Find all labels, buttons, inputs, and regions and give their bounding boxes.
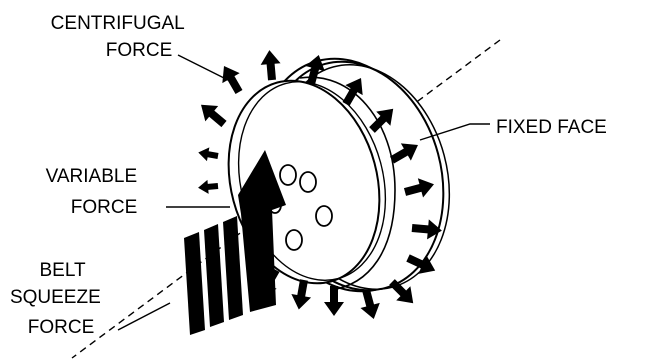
bolt-hole [279,164,297,186]
fixed-face-label: FIXED FACE [496,117,607,138]
bolt-hole [299,171,317,193]
radial-arrow-icon [197,145,220,163]
belt-squeeze-force-label: BELT SQUEEZE FORCE [10,260,106,338]
radial-arrow-icon [356,287,384,322]
radial-arrow-icon [215,61,248,97]
centrifugal-force-label: CENTRIFUGAL FORCE [51,13,190,61]
radial-arrow-icon [259,49,282,81]
leader-lines [117,54,490,331]
bolt-hole [315,205,333,227]
variable-force-label: VARIABLE FORCE [46,166,143,218]
radial-arrow-icon [194,97,231,132]
radial-arrow-icon [197,179,219,195]
bolt-hole [285,229,303,251]
belt-squeeze-arrow-icon [184,150,286,335]
radial-arrow-icon [324,286,344,316]
hub-band [299,76,396,291]
